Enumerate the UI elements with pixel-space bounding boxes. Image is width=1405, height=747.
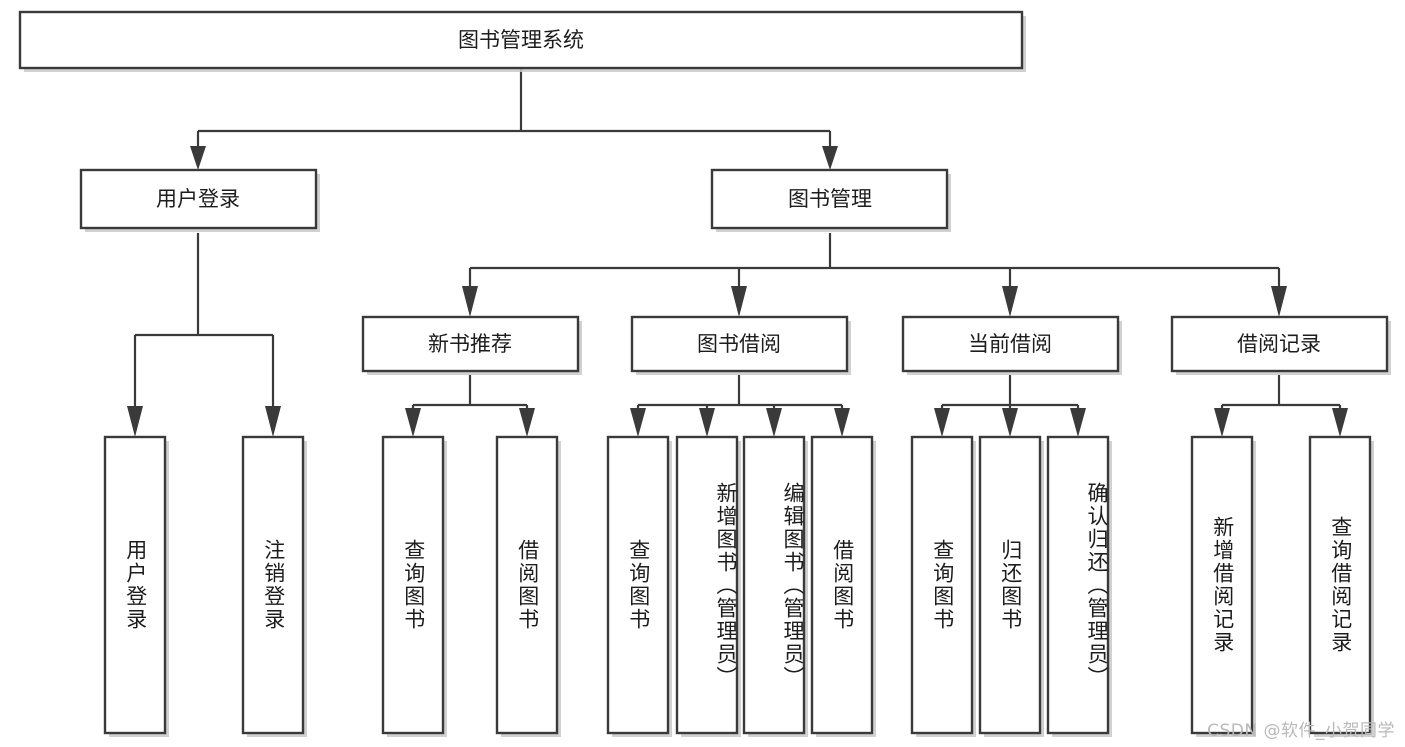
leaf-br-1-box[interactable] — [1190, 435, 1254, 735]
leaf-logout-box[interactable] — [241, 435, 305, 735]
arrow-head-bb-leaf-2 — [699, 408, 715, 437]
connector-group-user-login-to-leaves — [127, 233, 281, 437]
arrow-head-user-login — [190, 146, 206, 170]
arrow-head-cb-leaf-1 — [934, 408, 950, 437]
node-borrow-record[interactable]: 借阅记录 — [1170, 315, 1391, 375]
arrow-head-nb-leaf-2 — [519, 408, 535, 437]
node-user-login-box[interactable] — [79, 168, 318, 230]
leaf-cb-1-box[interactable] — [910, 435, 974, 735]
leaf-bb-3-box[interactable] — [742, 435, 806, 735]
leaf-cb-2-box[interactable] — [978, 435, 1042, 735]
node-current-borrow-box[interactable] — [901, 315, 1120, 373]
connector-group-root-to-level2 — [190, 69, 838, 170]
leaf-bb-2-box[interactable] — [675, 435, 739, 735]
node-new-book-recommend-box[interactable] — [361, 315, 580, 373]
arrow-head-leaf-user-login — [127, 406, 143, 437]
node-book-borrow-box[interactable] — [630, 315, 849, 373]
arrow-head-br-leaf-1 — [1214, 408, 1230, 437]
node-root-box[interactable] — [18, 10, 1024, 70]
connector-group-new-book-to-leaves — [405, 375, 535, 437]
node-current-borrow[interactable]: 当前借阅 — [901, 315, 1122, 375]
leaf-br-2-box[interactable] — [1308, 435, 1372, 735]
leaf-box-group-current-borrow — [910, 435, 1112, 737]
leaf-box-group-borrow-record — [1190, 435, 1374, 737]
node-new-book-recommend[interactable]: 新书推荐 — [361, 315, 582, 375]
node-book-borrow-label: 图书借阅 — [697, 332, 781, 356]
arrow-head-br-leaf-2 — [1332, 408, 1348, 437]
leaf-cb-3-box[interactable] — [1046, 435, 1110, 735]
arrow-head-bb-leaf-3 — [766, 408, 782, 437]
arrow-head-leaf-logout — [265, 406, 281, 437]
node-borrow-record-box[interactable] — [1170, 315, 1389, 373]
leaf-nb-1-box[interactable] — [381, 435, 445, 735]
leaf-box-group-book-borrow — [606, 435, 876, 737]
node-current-borrow-label: 当前借阅 — [968, 332, 1052, 356]
node-book-management-label: 图书管理 — [788, 187, 872, 211]
arrow-head-new-book — [462, 286, 478, 317]
node-book-management[interactable]: 图书管理 — [710, 168, 951, 232]
node-borrow-record-label: 借阅记录 — [1237, 332, 1321, 356]
node-book-borrow[interactable]: 图书借阅 — [630, 315, 851, 375]
leaf-box-group-new-book — [381, 435, 561, 737]
arrow-head-cb-leaf-2 — [1002, 408, 1018, 437]
node-root[interactable]: 图书管理系统 — [18, 10, 1026, 72]
node-book-management-box[interactable] — [710, 168, 949, 230]
arrow-head-bb-leaf-4 — [834, 408, 850, 437]
arrow-head-cb-leaf-3 — [1070, 408, 1086, 437]
arrow-head-book-borrow — [731, 286, 747, 317]
node-root-label: 图书管理系统 — [458, 28, 584, 52]
arrow-head-current-borrow — [1002, 286, 1018, 317]
csdn-watermark: CSDN @软件_小贺同学 — [1207, 721, 1395, 741]
arrow-head-book-mgmt — [822, 146, 838, 170]
connector-group-book-mgmt-to-level3 — [462, 233, 1287, 317]
leaf-bb-1-box[interactable] — [606, 435, 670, 735]
connector-group-borrow-record-to-leaves — [1214, 375, 1348, 437]
node-user-login[interactable]: 用户登录 — [79, 168, 320, 232]
node-new-book-recommend-label: 新书推荐 — [428, 332, 512, 356]
arrow-head-nb-leaf-1 — [405, 408, 421, 437]
connector-group-current-borrow-to-leaves — [934, 375, 1086, 437]
connector-group-book-borrow-to-leaves — [630, 375, 850, 437]
leaf-box-group-user-login — [103, 435, 307, 737]
leaf-user-login-box[interactable] — [103, 435, 167, 735]
node-user-login-label: 用户登录 — [156, 187, 240, 211]
leaf-nb-2-box[interactable] — [495, 435, 559, 735]
arrow-head-bb-leaf-1 — [630, 408, 646, 437]
arrow-head-borrow-record — [1271, 286, 1287, 317]
leaf-bb-4-box[interactable] — [810, 435, 874, 735]
